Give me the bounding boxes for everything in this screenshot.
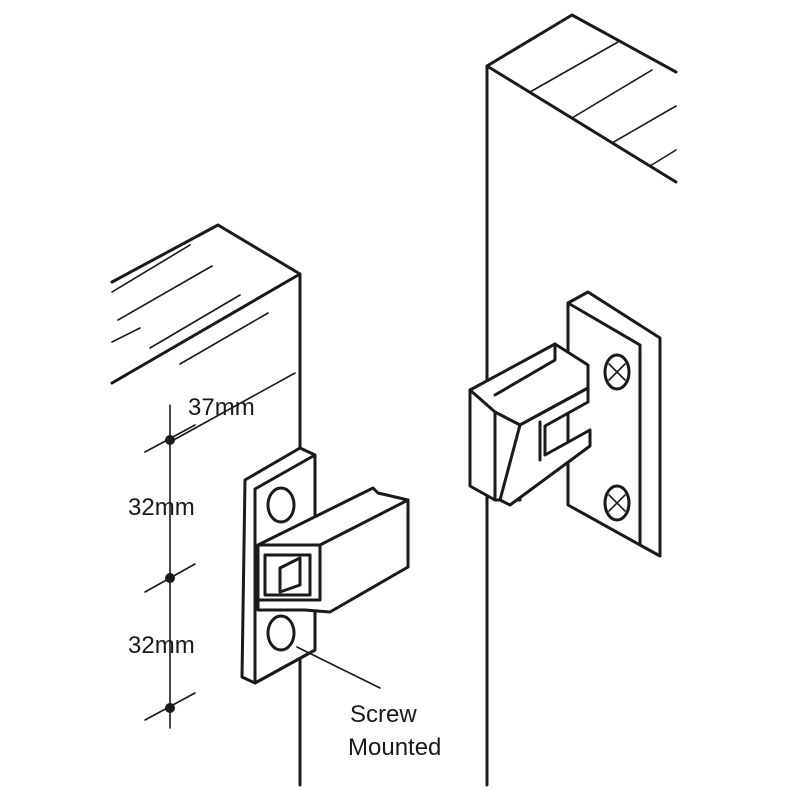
screw-hole — [603, 484, 631, 522]
dimension-dot — [165, 573, 175, 583]
strike-plate — [468, 290, 662, 558]
screw-hole — [266, 614, 296, 652]
catch-body — [240, 446, 410, 685]
dimension-lines — [144, 372, 296, 729]
label-32mm-lower: 32mm — [128, 632, 195, 659]
label-mounted: Mounted — [348, 734, 441, 761]
screw-leader-line — [296, 646, 381, 689]
screw-hole — [603, 353, 631, 391]
dimension-dot — [165, 435, 175, 445]
label-screw: Screw — [350, 701, 417, 728]
dimension-dot — [165, 703, 175, 713]
label-32mm-upper: 32mm — [128, 494, 195, 521]
label-37mm: 37mm — [188, 394, 255, 421]
screw-hole — [266, 486, 296, 524]
